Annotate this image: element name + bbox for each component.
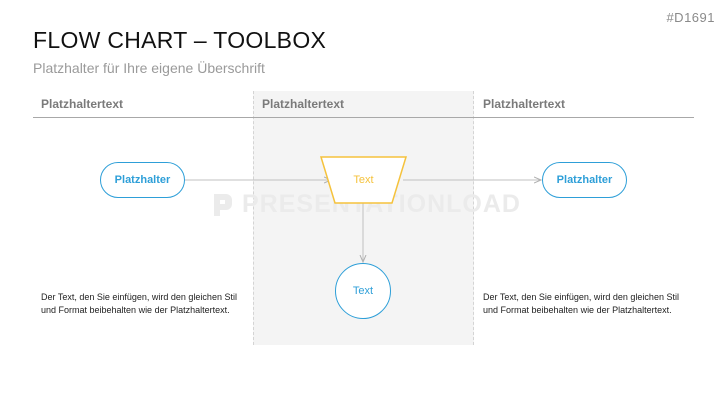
slide-id: #D1691 [666,10,715,25]
connector-circle[interactable]: Text [335,263,391,319]
column-body-text-1[interactable]: Der Text, den Sie einfügen, wird den gle… [41,292,237,315]
column-header-1[interactable]: Platzhaltertext [41,97,124,111]
header-divider [33,117,694,118]
column-header-2[interactable]: Platzhaltertext [262,97,345,111]
column-header-3[interactable]: Platzhaltertext [483,97,566,111]
manual-operation-shape[interactable] [319,156,408,204]
slide-subtitle[interactable]: Platzhalter für Ihre eigene Überschrift [33,60,265,76]
presentationload-logo-icon [214,193,232,216]
manual-operation-label[interactable]: Text [353,174,374,186]
terminator-left[interactable]: Platzhalter [100,162,185,198]
column-body-text-3[interactable]: Der Text, den Sie einfügen, wird den gle… [483,292,679,315]
slide-title[interactable]: FLOW CHART – TOOLBOX [33,27,327,53]
terminator-right[interactable]: Platzhalter [542,162,627,198]
